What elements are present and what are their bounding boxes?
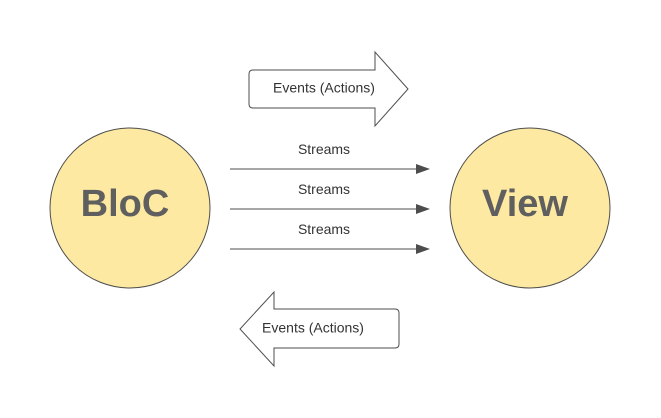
left-block-arrow-shape bbox=[239, 290, 400, 368]
bloc-node: BloC bbox=[49, 127, 211, 289]
events-arrow-right-label: Events (Actions) bbox=[273, 80, 375, 96]
right-block-arrow-shape bbox=[248, 50, 409, 128]
bloc-circle bbox=[49, 127, 211, 289]
stream-arrow-2: Streams bbox=[230, 181, 430, 214]
stream-arrowhead-1 bbox=[416, 164, 430, 174]
stream-label-3: Streams bbox=[298, 221, 350, 237]
stream-label-2: Streams bbox=[298, 181, 350, 197]
view-circle bbox=[449, 127, 611, 289]
events-arrow-left-label: Events (Actions) bbox=[262, 320, 364, 336]
stream-arrowhead-2 bbox=[416, 204, 430, 214]
events-arrow-right: Events (Actions) bbox=[248, 50, 409, 128]
view-label: View bbox=[482, 183, 568, 225]
stream-arrowhead-3 bbox=[416, 244, 430, 254]
stream-label-1: Streams bbox=[298, 141, 350, 157]
stream-arrow-3: Streams bbox=[230, 221, 430, 254]
events-arrow-left: Events (Actions) bbox=[239, 290, 400, 368]
view-node: View bbox=[449, 127, 611, 289]
bloc-label: BloC bbox=[81, 183, 170, 225]
stream-arrow-1: Streams bbox=[230, 141, 430, 174]
